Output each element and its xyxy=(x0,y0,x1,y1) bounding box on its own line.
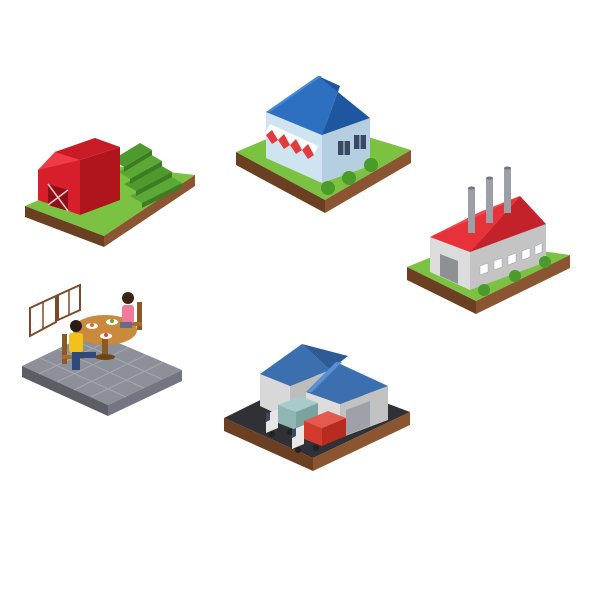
crop-field xyxy=(112,143,182,208)
person-man xyxy=(69,320,96,370)
person-woman xyxy=(120,292,134,328)
shop-awning xyxy=(264,124,318,159)
windows xyxy=(29,283,81,338)
factory-icon xyxy=(407,166,570,314)
truck-red xyxy=(292,411,346,453)
truck-teal xyxy=(266,396,318,437)
barn-farm-icon xyxy=(25,138,195,247)
factory-chimneys xyxy=(468,166,511,233)
shop-house-icon xyxy=(236,76,411,213)
warehouse-trucks-icon xyxy=(224,344,410,471)
dining-people-icon xyxy=(22,283,182,416)
barn xyxy=(38,138,120,215)
